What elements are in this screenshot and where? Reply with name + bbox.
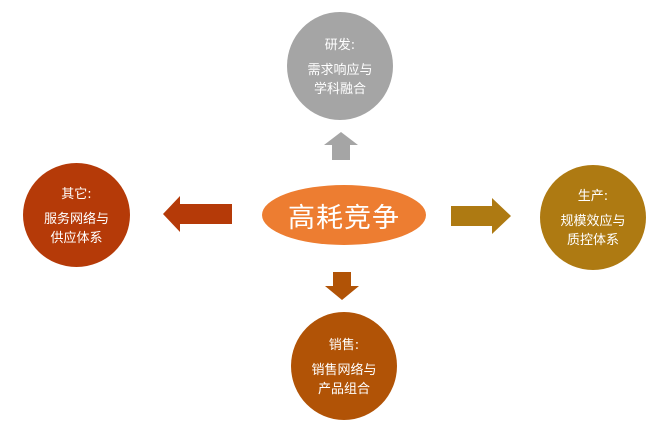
node-title: 销售: bbox=[328, 337, 360, 353]
node-body-line: 服务网络与 bbox=[43, 211, 109, 227]
node-production: 生产: 规模效应与 质控体系 bbox=[540, 165, 646, 270]
center-node: 高耗竞争 bbox=[262, 185, 426, 245]
node-body-line: 供应体系 bbox=[50, 230, 103, 246]
node-body-line: 产品组合 bbox=[317, 381, 370, 397]
node-body-line: 学科融合 bbox=[313, 81, 366, 97]
arrow-right-icon bbox=[451, 198, 511, 234]
node-body-line: 销售网络与 bbox=[311, 362, 377, 378]
node-other: 其它: 服务网络与 供应体系 bbox=[23, 163, 130, 267]
node-sales: 销售: 销售网络与 产品组合 bbox=[291, 312, 397, 420]
node-title: 研发: bbox=[324, 37, 356, 53]
node-body-line: 质控体系 bbox=[566, 233, 619, 248]
arrow-down-icon bbox=[325, 272, 359, 300]
node-rnd: 研发: 需求响应与 学科融合 bbox=[287, 12, 393, 120]
center-label: 高耗竞争 bbox=[288, 202, 400, 234]
node-body-line: 规模效应与 bbox=[560, 214, 626, 229]
arrow-up-icon bbox=[324, 132, 358, 160]
node-title: 其它: bbox=[61, 186, 92, 202]
arrow-left-icon bbox=[163, 196, 232, 232]
node-title: 生产: bbox=[577, 189, 609, 204]
node-body-line: 需求响应与 bbox=[307, 62, 373, 78]
